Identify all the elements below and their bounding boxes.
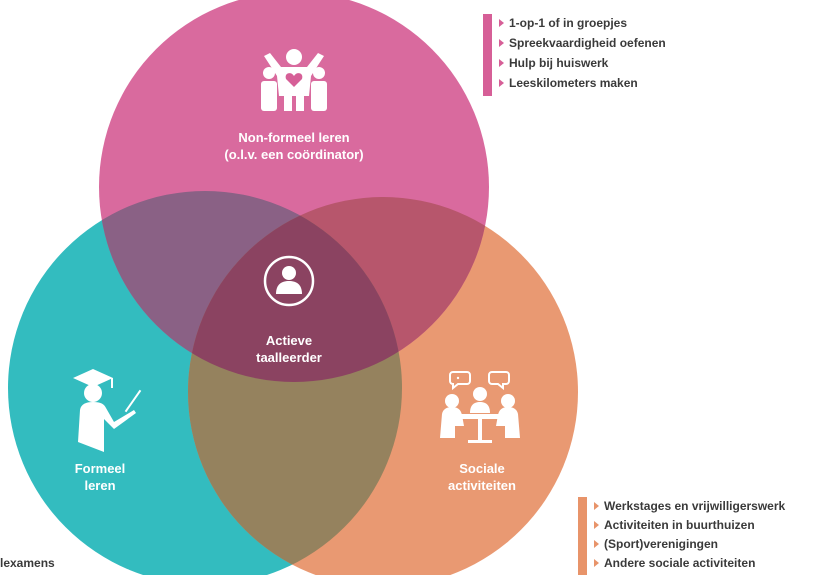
list-item: Andere sociale activiteiten	[594, 555, 755, 571]
social-activities-list: Werkstages en vrijwilligerswerk Activite…	[578, 497, 835, 575]
list-item: Activiteiten in buurthuizen	[594, 517, 755, 533]
arrow-right-icon	[499, 39, 504, 47]
formal-label-line2: leren	[84, 478, 116, 493]
center-label: Actieve taalleerder	[249, 332, 329, 366]
arrow-right-icon	[594, 521, 599, 529]
center-label-line1: Actieve	[265, 333, 313, 348]
social-list-bar	[578, 497, 587, 575]
graduate-teacher-icon	[73, 369, 142, 452]
arrow-right-icon	[499, 59, 504, 67]
formal-label-line1: Formeel	[74, 461, 126, 476]
arrow-right-icon	[499, 79, 504, 87]
list-item: (Sport)verenigingen	[594, 536, 718, 552]
social-label-line1: Sociale	[459, 461, 505, 476]
arrow-right-icon	[594, 559, 599, 567]
social-label: Sociale activiteiten	[437, 460, 527, 494]
non-formal-activities-list: 1-op-1 of in groepjes Spreekvaardigheid …	[483, 14, 703, 96]
person-icon	[263, 255, 315, 307]
arrow-right-icon	[594, 540, 599, 548]
center-label-line2: taalleerder	[256, 350, 322, 365]
list-item: Hulp bij huiswerk	[499, 55, 608, 71]
non-formal-label: Non-formeel leren (o.l.v. een coördinato…	[214, 129, 374, 163]
people-conversation-table-icon	[440, 371, 520, 443]
non-formal-list-bar	[483, 14, 492, 96]
non-formal-label-line2: (o.l.v. een coördinator)	[224, 147, 364, 162]
social-label-line2: activiteiten	[448, 478, 516, 493]
group-people-heart-icon	[261, 49, 327, 111]
list-item: 1-op-1 of in groepjes	[499, 15, 627, 31]
list-item: Leeskilometers maken	[499, 75, 638, 91]
arrow-right-icon	[594, 502, 599, 510]
list-item: Werkstages en vrijwilligerswerk	[594, 498, 785, 514]
formal-label: Formeel leren	[60, 460, 140, 494]
list-item: Spreekvaardigheid oefenen	[499, 35, 666, 51]
formal-list-fragment: lexamens	[0, 556, 55, 570]
non-formal-label-line1: Non-formeel leren	[238, 130, 350, 145]
arrow-right-icon	[499, 19, 504, 27]
